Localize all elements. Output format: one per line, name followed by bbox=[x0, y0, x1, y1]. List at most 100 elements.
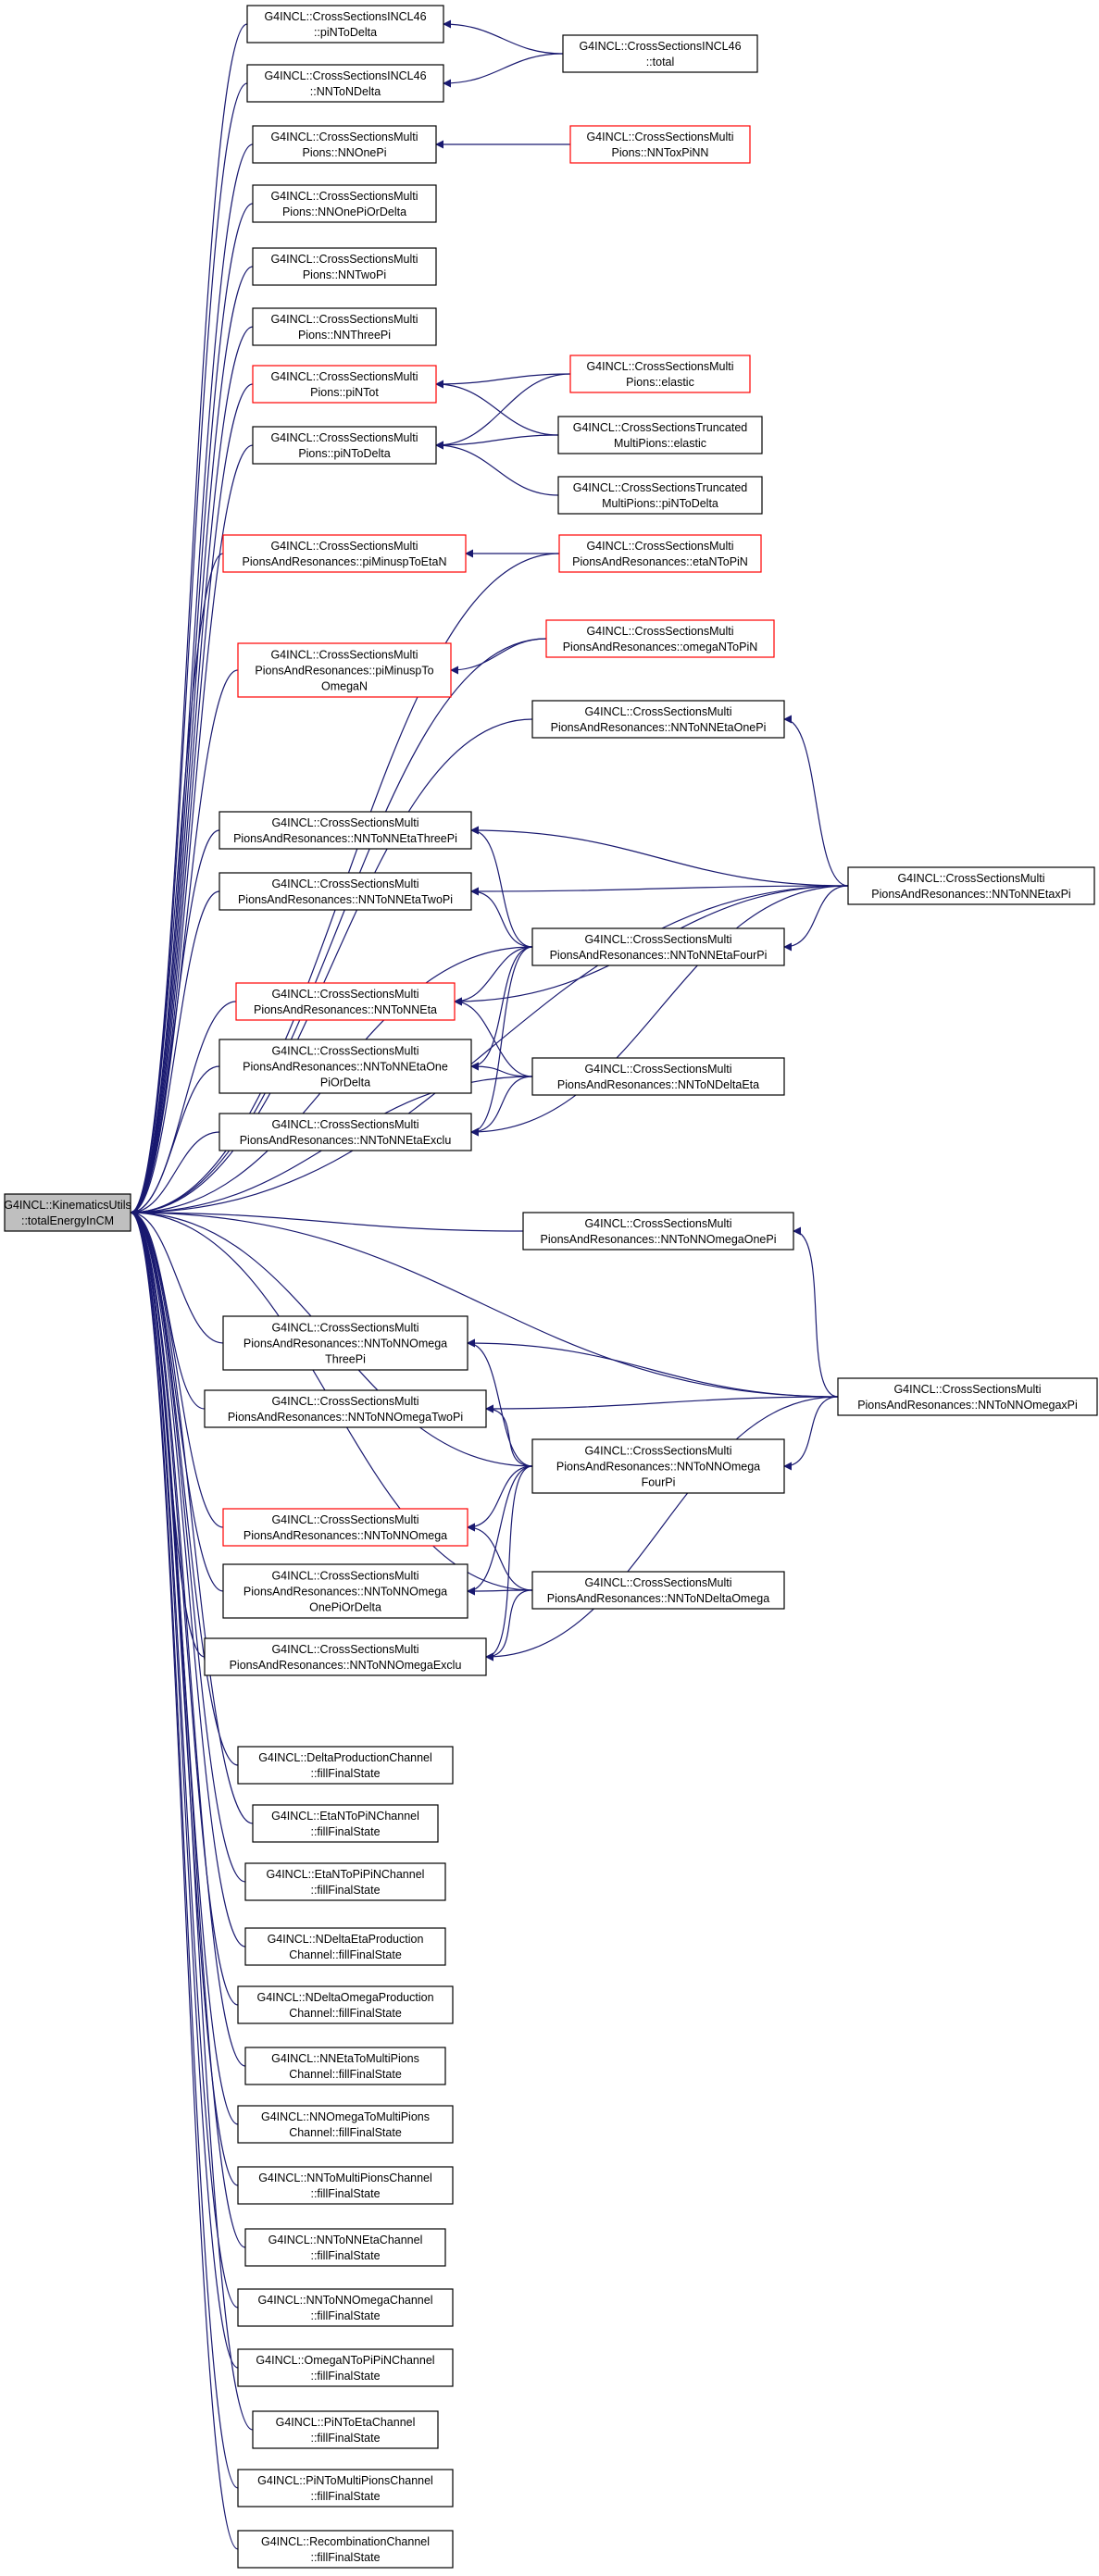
node-cross-sections-multi-pions-and-resonances-eta-nto-pi-n[interactable]: G4INCL::CrossSectionsMultiPionsAndResona… bbox=[558, 534, 762, 573]
edge-n27-to-root bbox=[130, 1208, 524, 1232]
node-box bbox=[237, 2348, 454, 2387]
node-nnto-multi-pions-channel-fill-final-state[interactable]: G4INCL::NNToMultiPionsChannel::fillFinal… bbox=[237, 2166, 454, 2205]
node-cross-sections-multi-pions-and-resonances-nnto-nnomega-four-pi[interactable]: G4INCL::CrossSectionsMultiPionsAndResona… bbox=[531, 1438, 785, 1494]
node-box bbox=[237, 642, 452, 698]
node-box bbox=[531, 1057, 785, 1096]
edge-n31-to-n35 bbox=[485, 1465, 533, 1661]
edge-n24-to-root bbox=[130, 1065, 220, 1217]
node-label-line: PionsAndResonances::NNToNNOmega bbox=[244, 1586, 447, 1599]
node-cross-sections-multi-pions-and-resonances-nnto-nneta-two-pi[interactable]: G4INCL::CrossSectionsMultiPionsAndResona… bbox=[219, 872, 472, 911]
node-label-line: G4INCL::CrossSectionsMulti bbox=[586, 540, 733, 553]
node-cross-sections-incl46-nnto-ndelta[interactable]: G4INCL::CrossSectionsINCL46::NNToNDelta bbox=[246, 64, 444, 103]
node-cross-sections-multi-pions-and-resonances-nnto-nnomega-three-pi[interactable]: G4INCL::CrossSectionsMultiPionsAndResona… bbox=[222, 1315, 468, 1371]
node-box bbox=[252, 307, 437, 346]
node-cross-sections-multi-pions-and-resonances-nnto-nneta-one-pi[interactable]: G4INCL::CrossSectionsMultiPionsAndResona… bbox=[531, 700, 785, 739]
node-box bbox=[252, 2410, 439, 2449]
edge-n20-to-n22 bbox=[783, 885, 849, 952]
node-box bbox=[531, 1438, 785, 1494]
node-nneta-to-multi-pions-channel-fill-final-state[interactable]: G4INCL::NNEtaToMultiPionsChannel::fillFi… bbox=[244, 2047, 446, 2085]
node-box bbox=[219, 1039, 472, 1094]
node-label-line: G4INCL::DeltaProductionChannel bbox=[258, 1751, 432, 1764]
node-cross-sections-multi-pions-pi-nto-delta[interactable]: G4INCL::CrossSectionsMultiPions::piNToDe… bbox=[252, 426, 437, 465]
node-cross-sections-multi-pions-and-resonances-nnto-ndelta-omega[interactable]: G4INCL::CrossSectionsMultiPionsAndResona… bbox=[531, 1571, 785, 1610]
node-cross-sections-multi-pions-and-resonances-nnto-nnomegax-pi[interactable]: G4INCL::CrossSectionsMultiPionsAndResona… bbox=[837, 1377, 1098, 1416]
node-nnto-nnomega-channel-fill-final-state[interactable]: G4INCL::NNToNNOmegaChannel::fillFinalSta… bbox=[237, 2288, 454, 2327]
node-cross-sections-multi-pions-and-resonances-omega-nto-pi-n[interactable]: G4INCL::CrossSectionsMultiPionsAndResona… bbox=[545, 619, 775, 658]
edge-n21-to-root bbox=[130, 890, 220, 1217]
node-cross-sections-multi-pions-and-resonances-pi-minusp-to-eta-n[interactable]: G4INCL::CrossSectionsMultiPionsAndResona… bbox=[222, 534, 467, 573]
node-label-line: PionsAndResonances::NNToNNEtaxPi bbox=[871, 888, 1070, 901]
edge-n37-to-root bbox=[130, 1208, 254, 1824]
node-cross-sections-multi-pions-and-resonances-pi-minusp-to-omega-n[interactable]: G4INCL::CrossSectionsMultiPionsAndResona… bbox=[237, 642, 452, 698]
node-nnto-nneta-channel-fill-final-state[interactable]: G4INCL::NNToNNEtaChannel::fillFinalState bbox=[244, 2228, 446, 2267]
node-box bbox=[252, 426, 437, 465]
node-cross-sections-multi-pions-nntox-pi-nn[interactable]: G4INCL::CrossSectionsMultiPions::NNToxPi… bbox=[569, 125, 751, 164]
edge-n8-to-root bbox=[130, 326, 254, 1217]
node-cross-sections-multi-pions-and-resonances-nnto-nnomega-one-pi-or-delta[interactable]: G4INCL::CrossSectionsMultiPionsAndResona… bbox=[222, 1563, 468, 1619]
node-pi-nto-eta-channel-fill-final-state[interactable]: G4INCL::PiNToEtaChannel::fillFinalState bbox=[252, 2410, 439, 2449]
node-eta-nto-pi-pi-nchannel-fill-final-state[interactable]: G4INCL::EtaNToPiPiNChannel::fillFinalSta… bbox=[244, 1862, 446, 1901]
node-label-line: G4INCL::CrossSectionsMulti bbox=[270, 649, 418, 662]
edge-n18-to-root bbox=[130, 718, 533, 1217]
node-cross-sections-multi-pions-nnone-pi-or-delta[interactable]: G4INCL::CrossSectionsMultiPions::NNOnePi… bbox=[252, 184, 437, 223]
node-cross-sections-incl46-total[interactable]: G4INCL::CrossSectionsINCL46::total bbox=[562, 34, 758, 73]
node-label-line: Pions::NNThreePi bbox=[298, 329, 391, 342]
edge-n34-to-n33 bbox=[467, 1587, 533, 1596]
node-cross-sections-multi-pions-and-resonances-nnto-nneta[interactable]: G4INCL::CrossSectionsMultiPionsAndResona… bbox=[235, 982, 456, 1021]
node-label-line: ::piNToDelta bbox=[314, 26, 377, 39]
edge-n25-to-n23 bbox=[454, 997, 533, 1077]
node-label-line: Channel::fillFinalState bbox=[289, 2007, 402, 2020]
node-cross-sections-multi-pions-nnthree-pi[interactable]: G4INCL::CrossSectionsMultiPions::NNThree… bbox=[252, 307, 437, 346]
node-box bbox=[557, 476, 763, 515]
edge-n32-to-root bbox=[130, 1208, 224, 1528]
node-box bbox=[252, 365, 437, 404]
node-cross-sections-truncated-multi-pions-elastic[interactable]: G4INCL::CrossSectionsTruncatedMultiPions… bbox=[557, 416, 763, 454]
edge-n3-to-n1 bbox=[443, 19, 564, 55]
node-cross-sections-multi-pions-and-resonances-nnto-nnomega[interactable]: G4INCL::CrossSectionsMultiPionsAndResona… bbox=[222, 1508, 468, 1547]
edge-n31-to-n33 bbox=[467, 1465, 533, 1596]
node-label-line: PionsAndResonances::NNToNNOmegaExclu bbox=[230, 1659, 462, 1672]
node-cross-sections-multi-pions-and-resonances-nnto-nnetax-pi[interactable]: G4INCL::CrossSectionsMultiPionsAndResona… bbox=[847, 866, 1095, 905]
node-label-line: G4INCL::CrossSectionsMulti bbox=[584, 1576, 731, 1589]
node-box bbox=[219, 811, 472, 850]
node-nnomega-to-multi-pions-channel-fill-final-state[interactable]: G4INCL::NNOmegaToMultiPionsChannel::fill… bbox=[237, 2105, 454, 2144]
node-cross-sections-multi-pions-and-resonances-nnto-ndelta-eta[interactable]: G4INCL::CrossSectionsMultiPionsAndResona… bbox=[531, 1057, 785, 1096]
node-box bbox=[222, 534, 467, 573]
node-box bbox=[531, 700, 785, 739]
node-label-line: OmegaN bbox=[321, 680, 368, 693]
node-pi-nto-multi-pions-channel-fill-final-state[interactable]: G4INCL::PiNToMultiPionsChannel::fillFina… bbox=[237, 2469, 454, 2508]
node-label-line: G4INCL::CrossSectionsMulti bbox=[584, 933, 731, 946]
node-cross-sections-multi-pions-and-resonances-nnto-nnomega-exclu[interactable]: G4INCL::CrossSectionsMultiPionsAndResona… bbox=[204, 1637, 487, 1676]
node-label-line: ThreePi bbox=[325, 1353, 366, 1366]
node-cross-sections-incl46-pi-nto-delta[interactable]: G4INCL::CrossSectionsINCL46::piNToDelta bbox=[246, 5, 444, 44]
node-label-line: ::fillFinalState bbox=[310, 2249, 380, 2262]
node-box bbox=[545, 619, 775, 658]
root-node[interactable]: G4INCL::KinematicsUtils::totalEnergyInCM bbox=[4, 1193, 131, 1232]
edge-n29-to-root bbox=[130, 1208, 839, 1398]
node-delta-production-channel-fill-final-state[interactable]: G4INCL::DeltaProductionChannel::fillFina… bbox=[237, 1746, 454, 1785]
node-box bbox=[569, 125, 751, 164]
node-omega-nto-pi-pi-nchannel-fill-final-state[interactable]: G4INCL::OmegaNToPiPiNChannel::fillFinalS… bbox=[237, 2348, 454, 2387]
node-ndelta-omega-production-channel-fill-final-state[interactable]: G4INCL::NDeltaOmegaProductionChannel::fi… bbox=[237, 1985, 454, 2024]
node-cross-sections-multi-pions-and-resonances-nnto-nnomega-one-pi[interactable]: G4INCL::CrossSectionsMultiPionsAndResona… bbox=[522, 1212, 794, 1251]
node-cross-sections-multi-pions-and-resonances-nnto-nneta-four-pi[interactable]: G4INCL::CrossSectionsMultiPionsAndResona… bbox=[531, 927, 785, 966]
node-cross-sections-multi-pions-and-resonances-nnto-nneta-exclu[interactable]: G4INCL::CrossSectionsMultiPionsAndResona… bbox=[219, 1113, 472, 1151]
node-recombination-channel-fill-final-state[interactable]: G4INCL::RecombinationChannel::fillFinalS… bbox=[237, 2530, 454, 2569]
node-cross-sections-truncated-multi-pions-pi-nto-delta[interactable]: G4INCL::CrossSectionsTruncatedMultiPions… bbox=[557, 476, 763, 515]
node-cross-sections-multi-pions-and-resonances-nnto-nnomega-two-pi[interactable]: G4INCL::CrossSectionsMultiPionsAndResona… bbox=[204, 1389, 487, 1428]
edge-n29-to-n27 bbox=[793, 1226, 839, 1398]
node-cross-sections-multi-pions-and-resonances-nnto-nneta-three-pi[interactable]: G4INCL::CrossSectionsMultiPionsAndResona… bbox=[219, 811, 472, 850]
node-ndelta-eta-production-channel-fill-final-state[interactable]: G4INCL::NDeltaEtaProductionChannel::fill… bbox=[244, 1927, 446, 1966]
node-cross-sections-multi-pions-and-resonances-nnto-nneta-one-pi-or-delta[interactable]: G4INCL::CrossSectionsMultiPionsAndResona… bbox=[219, 1039, 472, 1094]
node-label-line: G4INCL::CrossSectionsMulti bbox=[271, 1395, 418, 1408]
node-eta-nto-pi-nchannel-fill-final-state[interactable]: G4INCL::EtaNToPiNChannel::fillFinalState bbox=[252, 1804, 439, 1843]
node-label-line: G4INCL::CrossSectionsINCL46 bbox=[264, 69, 426, 82]
node-box bbox=[569, 355, 751, 393]
node-label-line: G4INCL::OmegaNToPiPiNChannel bbox=[256, 2354, 434, 2367]
node-label-line: G4INCL::CrossSectionsTruncated bbox=[573, 481, 748, 494]
